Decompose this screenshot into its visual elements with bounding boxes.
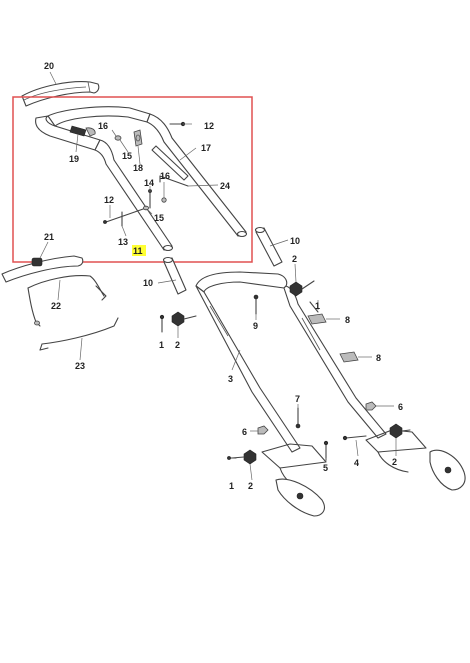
- part-21-bail-bar[interactable]: [1, 255, 84, 283]
- part-17-cable-guide[interactable]: [151, 145, 189, 181]
- leaders-lower: [231, 300, 397, 481]
- label-3: 3: [228, 374, 233, 384]
- leader-23: [79, 337, 83, 361]
- label-14: 14: [144, 178, 154, 188]
- label-9: 9: [253, 321, 258, 331]
- label-1: 1: [315, 301, 320, 311]
- part-9-screw[interactable]: [253, 294, 259, 315]
- label-13: 13: [118, 237, 128, 247]
- label-12: 12: [204, 121, 214, 131]
- part-11-marker: [132, 245, 146, 256]
- part-labels: 20 12 16 15 19 17 18 14 16 24 12 15 13 1…: [44, 61, 403, 491]
- leader-10b: [157, 279, 177, 284]
- label-2: 2: [292, 254, 297, 264]
- part-4-bolt[interactable]: [342, 435, 367, 441]
- part-2-knob-lower-left[interactable]: [231, 449, 257, 465]
- part-14-bolt[interactable]: [148, 189, 152, 209]
- label-6: 6: [398, 402, 403, 412]
- part-10-tube-right[interactable]: [254, 226, 283, 267]
- label-7: 7: [295, 394, 300, 404]
- label-2d: 2: [248, 481, 253, 491]
- leader-22: [57, 279, 61, 301]
- label-8: 8: [345, 315, 350, 325]
- label-19: 19: [69, 154, 79, 164]
- leader-10a: [269, 239, 289, 247]
- part-8-cap-top[interactable]: [307, 313, 327, 325]
- leader-20: [49, 71, 57, 85]
- label-16: 16: [98, 121, 108, 131]
- part-1-bolt-lower[interactable]: [227, 456, 237, 460]
- leaders-box: [75, 123, 219, 237]
- part-5-bolt[interactable]: [323, 440, 329, 461]
- part-15-washer-bottom[interactable]: [142, 205, 149, 211]
- label-15: 15: [122, 151, 132, 161]
- part-7-screw[interactable]: [295, 407, 301, 429]
- label-12b: 12: [104, 195, 114, 205]
- part-deck-bracket-left[interactable]: [275, 478, 325, 517]
- part-18-clip[interactable]: [133, 129, 143, 147]
- label-2b: 2: [175, 340, 180, 350]
- leader-21: [39, 241, 49, 259]
- label-8b: 8: [376, 353, 381, 363]
- label-24: 24: [220, 181, 230, 191]
- label-4: 4: [354, 458, 359, 468]
- part-15-washer-top[interactable]: [114, 135, 122, 141]
- part-deck-bracket-right[interactable]: [429, 449, 466, 491]
- label-1b: 1: [159, 340, 164, 350]
- label-11[interactable]: 11: [133, 246, 143, 256]
- part-1-bolt-left[interactable]: [159, 314, 165, 333]
- part-2-knob-top[interactable]: [289, 280, 315, 297]
- part-16-grip-sleeve[interactable]: [69, 125, 96, 137]
- part-23-cable[interactable]: [39, 317, 119, 351]
- label-17: 17: [201, 143, 211, 153]
- part-16-nut[interactable]: [161, 197, 167, 203]
- part-2-knob-left[interactable]: [171, 311, 197, 327]
- label-10: 10: [290, 236, 300, 246]
- label-23: 23: [75, 361, 85, 371]
- part-19-upper-handle[interactable]: [35, 106, 248, 252]
- part-24-bracket[interactable]: [159, 175, 189, 187]
- label-18: 18: [133, 163, 143, 173]
- part-12-bolt-top[interactable]: [169, 121, 186, 127]
- label-15b: 15: [154, 213, 164, 223]
- label-16b: 16: [160, 171, 170, 181]
- label-21: 21: [44, 232, 54, 242]
- label-1c: 1: [229, 481, 234, 491]
- part-1-bolt-top-right[interactable]: [309, 301, 319, 313]
- part-8-cap-lower[interactable]: [339, 351, 359, 363]
- part-6-washer-left[interactable]: [257, 425, 269, 435]
- part-22-bail-lever[interactable]: [27, 275, 107, 327]
- part-2-knob-lower-right[interactable]: [389, 423, 411, 439]
- label-20: 20: [44, 61, 54, 71]
- part-lower-right-plate[interactable]: [365, 429, 427, 473]
- label-10b: 10: [143, 278, 153, 288]
- part-10-tube-left[interactable]: [162, 256, 187, 295]
- leader-2a: [294, 263, 297, 283]
- label-2c: 2: [392, 457, 397, 467]
- label-6b: 6: [242, 427, 247, 437]
- highlight-box: [12, 96, 253, 263]
- part-12-bolt-left[interactable]: [103, 207, 147, 224]
- part-3-lower-handle[interactable]: [195, 271, 387, 453]
- label-22: 22: [51, 301, 61, 311]
- part-20-handle-grip[interactable]: [21, 81, 100, 107]
- part-6-washer-right[interactable]: [365, 401, 377, 411]
- label-5: 5: [323, 463, 328, 473]
